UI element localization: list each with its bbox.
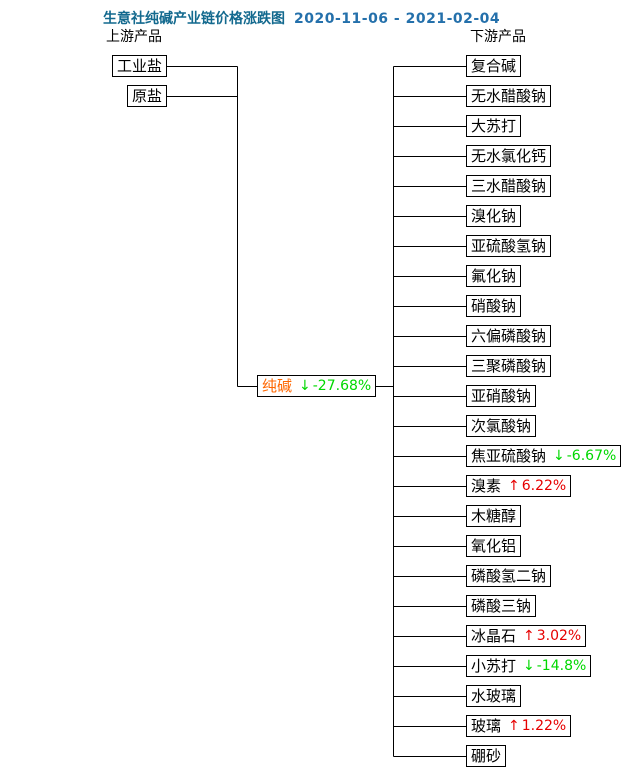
- change-value: 3.02%: [536, 628, 582, 644]
- downstream-node[interactable]: 玻璃 ↑1.22%: [466, 715, 572, 737]
- product-label: 纯碱: [262, 376, 293, 395]
- product-label: 焦亚硫酸钠: [471, 446, 547, 465]
- title-text: 生意社纯碱产业链价格涨跌图: [103, 11, 285, 27]
- down-arrow-icon: ↓: [553, 448, 565, 464]
- product-label: 无水醋酸钠: [471, 86, 547, 105]
- product-label: 亚硝酸钠: [471, 386, 532, 405]
- downstream-node[interactable]: 次氯酸钠: [466, 415, 537, 437]
- downstream-node[interactable]: 无水氯化钙: [466, 145, 552, 167]
- product-label: 溴化钠: [471, 206, 517, 225]
- product-label: 原盐: [132, 86, 163, 105]
- change-value: -14.8%: [536, 658, 587, 674]
- product-label: 冰晶石: [471, 626, 517, 645]
- product-label: 复合碱: [471, 56, 517, 75]
- downstream-node[interactable]: 复合碱: [466, 55, 522, 77]
- downstream-node[interactable]: 三水醋酸钠: [466, 175, 552, 197]
- center-node[interactable]: 纯碱 ↓-27.68%: [257, 375, 377, 397]
- change-value: -6.67%: [566, 448, 617, 464]
- product-label: 磷酸三钠: [471, 596, 532, 615]
- product-label: 水玻璃: [471, 686, 517, 705]
- downstream-node[interactable]: 氧化铝: [466, 535, 522, 557]
- product-label: 溴素: [471, 476, 502, 495]
- change-value: 1.22%: [521, 718, 567, 734]
- up-arrow-icon: ↑: [523, 628, 535, 644]
- downstream-node[interactable]: 溴素 ↑6.22%: [466, 475, 572, 497]
- page-title: 生意社纯碱产业链价格涨跌图 2020-11-06 - 2021-02-04: [103, 8, 500, 28]
- downstream-node[interactable]: 水玻璃: [466, 685, 522, 707]
- product-label: 小苏打: [471, 656, 517, 675]
- product-label: 三聚磷酸钠: [471, 356, 547, 375]
- downstream-node[interactable]: 氟化钠: [466, 265, 522, 287]
- product-label: 大苏打: [471, 116, 517, 135]
- down-arrow-icon: ↓: [523, 658, 535, 674]
- down-arrow-icon: ↓: [299, 378, 311, 394]
- change-value: -27.68%: [312, 378, 372, 394]
- downstream-node[interactable]: 木糖醇: [466, 505, 522, 527]
- product-label: 六偏磷酸钠: [471, 326, 547, 345]
- product-label: 氟化钠: [471, 266, 517, 285]
- downstream-node[interactable]: 磷酸三钠: [466, 595, 537, 617]
- downstream-node[interactable]: 磷酸氢二钠: [466, 565, 552, 587]
- product-label: 硝酸钠: [471, 296, 517, 315]
- downstream-node[interactable]: 硝酸钠: [466, 295, 522, 317]
- downstream-node[interactable]: 溴化钠: [466, 205, 522, 227]
- product-label: 氧化铝: [471, 536, 517, 555]
- product-label: 三水醋酸钠: [471, 176, 547, 195]
- downstream-node[interactable]: 硼砂: [466, 745, 507, 767]
- downstream-node[interactable]: 亚硝酸钠: [466, 385, 537, 407]
- up-arrow-icon: ↑: [508, 478, 520, 494]
- product-label: 工业盐: [117, 56, 163, 75]
- downstream-node[interactable]: 六偏磷酸钠: [466, 325, 552, 347]
- up-arrow-icon: ↑: [508, 718, 520, 734]
- downstream-node[interactable]: 焦亚硫酸钠 ↓-6.67%: [466, 445, 622, 467]
- downstream-node[interactable]: 大苏打: [466, 115, 522, 137]
- upstream-node[interactable]: 原盐: [127, 85, 168, 107]
- product-label: 木糖醇: [471, 506, 517, 525]
- product-label: 玻璃: [471, 716, 502, 735]
- product-label: 亚硫酸氢钠: [471, 236, 547, 255]
- downstream-header: 下游产品: [470, 29, 526, 45]
- downstream-node[interactable]: 亚硫酸氢钠: [466, 235, 552, 257]
- change-value: 6.22%: [521, 478, 567, 494]
- downstream-node[interactable]: 三聚磷酸钠: [466, 355, 552, 377]
- product-label: 无水氯化钙: [471, 146, 547, 165]
- upstream-header: 上游产品: [106, 29, 162, 45]
- downstream-node[interactable]: 冰晶石 ↑3.02%: [466, 625, 587, 647]
- downstream-node[interactable]: 无水醋酸钠: [466, 85, 552, 107]
- downstream-node[interactable]: 小苏打 ↓-14.8%: [466, 655, 592, 677]
- product-label: 次氯酸钠: [471, 416, 532, 435]
- upstream-node[interactable]: 工业盐: [112, 55, 168, 77]
- title-date-range: 2020-11-06 - 2021-02-04: [294, 11, 501, 27]
- product-label: 磷酸氢二钠: [471, 566, 547, 585]
- product-label: 硼砂: [471, 746, 502, 765]
